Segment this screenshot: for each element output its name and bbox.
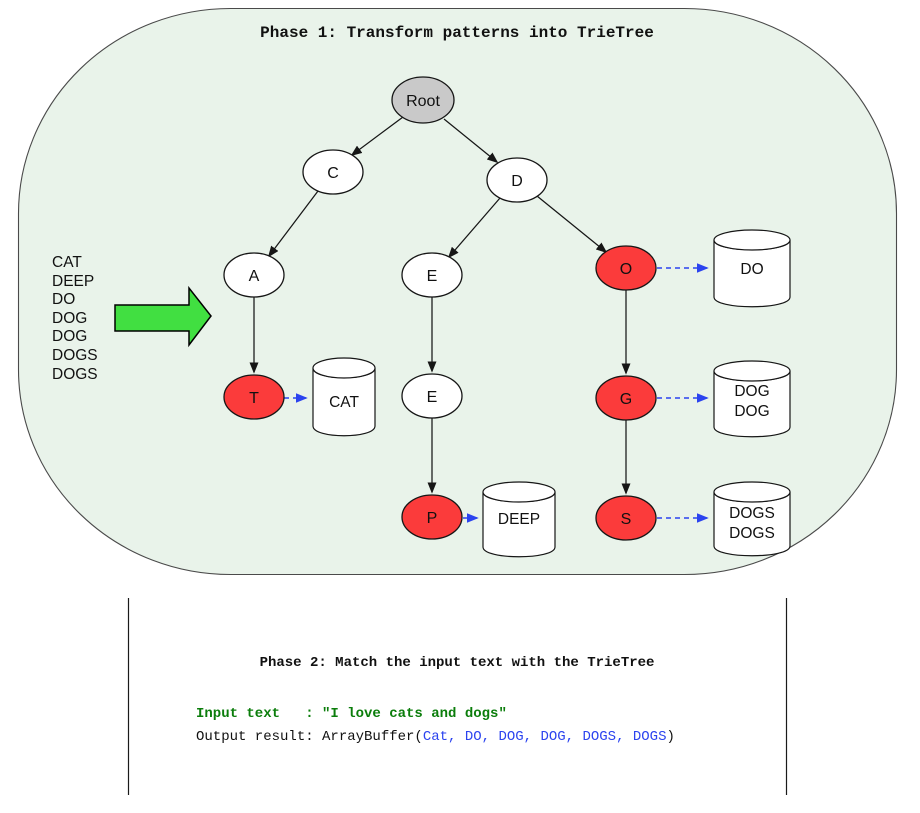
- phase2-input-line: Input text : "I love cats and dogs": [196, 706, 507, 722]
- node-s-terminal: [595, 495, 657, 541]
- pattern-item: DOGS: [52, 346, 98, 364]
- pattern-item: DO: [52, 291, 76, 309]
- edge-d-o: [536, 195, 608, 254]
- pattern-item: DOGS: [52, 365, 98, 383]
- node-label-e2: E: [427, 389, 438, 406]
- node-label-root: Root: [406, 93, 440, 110]
- output-links: [284, 263, 709, 523]
- db-cylinder-deep: [482, 481, 556, 558]
- tree-edges: [249, 116, 631, 495]
- node-o-terminal: [595, 245, 657, 291]
- node-label-e1: E: [427, 268, 438, 285]
- node-label-t: T: [249, 390, 259, 407]
- pattern-item: DOG: [52, 309, 88, 327]
- phase2-output-line: Output result: ArrayBuffer(Cat, DO, DOG,…: [196, 729, 675, 745]
- node-g-terminal: [595, 375, 657, 421]
- phase1-panel: [17, 7, 898, 576]
- node-e1: [401, 252, 463, 298]
- node-a: [223, 252, 285, 298]
- node-e2: [401, 373, 463, 419]
- node-label-c: C: [327, 165, 339, 182]
- db-cylinder-dog: [713, 360, 791, 438]
- pattern-item: DEEP: [52, 272, 95, 290]
- output-suffix: ): [666, 729, 675, 745]
- edge-c-a: [267, 190, 319, 258]
- pattern-item: DOG: [52, 328, 88, 346]
- pattern-item: CAT: [52, 254, 82, 271]
- node-label-a: A: [249, 268, 260, 285]
- db-label-dogs-2: DOGS: [729, 525, 775, 542]
- output-databases: [312, 229, 791, 558]
- node-t-terminal: [223, 374, 285, 420]
- db-cylinder-do: [713, 229, 791, 308]
- node-label-g: G: [620, 391, 632, 408]
- node-root: [391, 76, 455, 124]
- db-cylinder-dogs: [713, 481, 791, 557]
- db-label-dog-2: DOG: [734, 403, 769, 420]
- db-label-dog-1: DOG: [734, 383, 769, 400]
- node-label-o: O: [620, 261, 632, 278]
- db-label-cat: CAT: [329, 394, 359, 411]
- node-c: [302, 149, 364, 195]
- phase1-title: Phase 1: Transform patterns into TrieTre…: [260, 24, 654, 42]
- edge-d-e: [447, 197, 501, 259]
- pattern-list: CAT DEEP DO DOG DOG DOGS DOGS: [52, 254, 98, 384]
- db-label-do: DO: [740, 261, 763, 278]
- node-d: [486, 157, 548, 203]
- node-label-p: P: [427, 510, 438, 527]
- output-matches: Cat, DO, DOG, DOG, DOGS, DOGS: [422, 729, 667, 745]
- db-label-deep: DEEP: [498, 511, 540, 528]
- db-cylinder-cat: [312, 357, 376, 437]
- phase2-title: Phase 2: Match the input text with the T…: [259, 655, 655, 671]
- node-label-s: S: [621, 511, 632, 528]
- edge-root-d: [443, 118, 499, 164]
- green-arrow-icon: [114, 285, 212, 348]
- output-prefix: Output result: ArrayBuffer(: [196, 729, 423, 745]
- node-p-terminal: [401, 494, 463, 540]
- tree-nodes: [223, 76, 657, 541]
- db-label-dogs-1: DOGS: [729, 505, 775, 522]
- node-label-d: D: [511, 173, 523, 190]
- edge-root-c: [350, 116, 404, 157]
